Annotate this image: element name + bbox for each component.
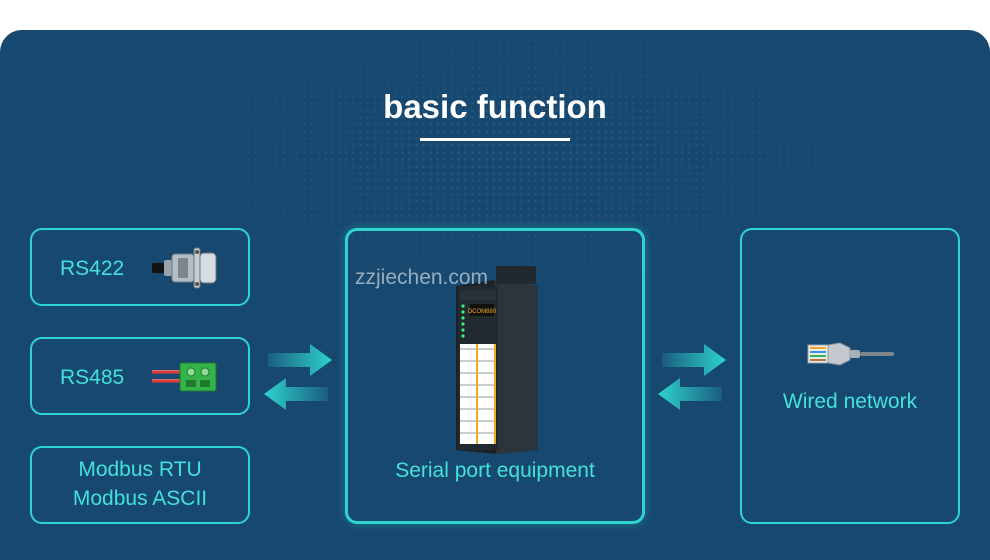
rs422-label: RS422 [60, 257, 125, 280]
rs422-box [30, 228, 250, 306]
serial-device-icon: DCOM880 [456, 266, 538, 454]
serial-device-box [345, 228, 645, 524]
page-title: basic function [383, 88, 607, 125]
rj45-cable-icon [807, 342, 894, 366]
title-underline [420, 138, 570, 141]
arrow-left-icon [264, 378, 328, 410]
arrow-right-icon [662, 344, 726, 376]
db9-connector-icon [152, 247, 217, 289]
modbus-ascii-label: Modbus ASCII [72, 487, 208, 510]
wired-network-box [740, 228, 960, 524]
wired-network-label: Wired network [782, 390, 918, 413]
modbus-rtu-label: Modbus RTU [78, 458, 202, 481]
serial-device-label: Serial port equipment [395, 459, 595, 482]
arrow-right-icon [268, 344, 332, 376]
device-badge: DCOM880 [468, 309, 497, 315]
modbus-box [30, 446, 250, 524]
watermark: zzjiechen.com [355, 266, 489, 289]
arrow-left-icon [658, 378, 722, 410]
terminal-block-icon [152, 362, 217, 392]
rs485-label: RS485 [60, 366, 125, 389]
rs485-box [30, 337, 250, 415]
